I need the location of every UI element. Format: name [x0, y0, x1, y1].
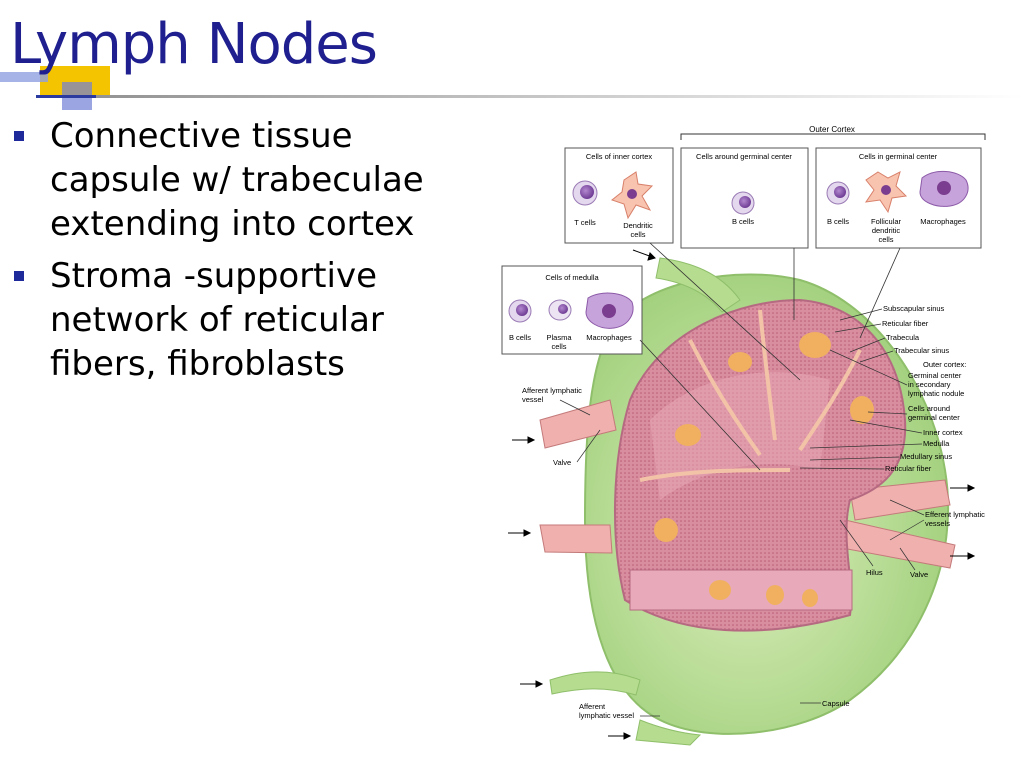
left-leader-lines	[559, 399, 660, 717]
efferent-vessel-1	[849, 479, 951, 521]
cell-label: T cells	[574, 218, 596, 227]
trabecula	[798, 349, 862, 452]
slide-title: Lymph Nodes	[10, 12, 378, 77]
afferent-vessel-left	[539, 399, 617, 449]
germinal-center	[709, 580, 731, 600]
macrophage-nucleus	[602, 304, 616, 318]
lymph-node-diagram: Outer Cortex Cells of inner cortex T cel…	[501, 125, 986, 746]
cell-label: Macrophages	[586, 333, 632, 342]
box-title: Cells around germinal center	[696, 152, 792, 161]
label-reticular-fiber-2: Reticular fiber	[885, 464, 932, 473]
label-hilus: Hilus	[866, 568, 883, 577]
label-trabecular-sinus: Trabecular sinus	[894, 346, 949, 355]
bullet-text: Connective tissue capsule w/ trabeculae …	[50, 116, 424, 244]
cortex-section	[614, 298, 907, 632]
label-subscapular-sinus: Subscapular sinus	[883, 304, 945, 313]
label-medulla: Medulla	[923, 439, 950, 448]
arrow-icon	[967, 484, 976, 492]
arrow-icon	[967, 552, 976, 560]
title-decoration	[0, 66, 1024, 110]
arrow-icon	[523, 529, 532, 537]
arrow-icon	[535, 680, 544, 688]
b-cell-nucleus	[739, 196, 751, 208]
box-title: Cells of inner cortex	[586, 152, 653, 161]
arrow-icon	[527, 436, 536, 444]
germinal-center	[802, 589, 818, 607]
b-cell-nucleus	[834, 186, 846, 198]
right-leader-lines	[799, 308, 925, 704]
macrophage-nucleus	[937, 181, 951, 195]
afferent-vessel-left-2	[539, 524, 613, 554]
label-medullary-sinus: Medullary sinus	[900, 452, 952, 461]
afferent-vessel-bottom-left	[549, 671, 641, 696]
label-capsule: Capsule	[822, 699, 850, 708]
medulla-region	[650, 372, 830, 500]
bullet-list: Connective tissue capsule w/ trabeculae …	[10, 114, 480, 394]
follicular-dendritic-cell-nucleus	[881, 185, 891, 195]
trabecula	[688, 339, 762, 457]
arrow-icon	[623, 732, 632, 740]
label-trabecula: Trabecula	[886, 333, 920, 342]
trabecula	[639, 468, 791, 482]
bullet-item: Connective tissue capsule w/ trabeculae …	[10, 114, 480, 246]
label-reticular-fiber: Reticular fiber	[882, 319, 929, 328]
cell-label: B cells	[509, 333, 531, 342]
box-in-germinal: Cells in germinal center B cells Follicu…	[815, 147, 982, 249]
outer-cortex-bracket	[680, 133, 986, 140]
germinal-center	[654, 518, 678, 542]
blue-accent-block	[0, 72, 48, 82]
bullet-square-icon	[14, 271, 24, 281]
t-cell-nucleus	[580, 185, 594, 199]
label-valve-right: Valve	[910, 570, 928, 579]
bullet-item: Stroma -supportive network of reticular …	[10, 254, 480, 386]
label-outer-cortex: Outer cortex:	[923, 360, 966, 369]
title-underline-accent	[36, 95, 96, 98]
b-cell-nucleus	[516, 304, 528, 316]
germinal-center	[799, 332, 831, 358]
trabecula	[758, 309, 777, 441]
outer-cortex-label: Outer Cortex	[809, 125, 855, 134]
right-labels: Subscapular sinus Reticular fiber Trabec…	[822, 304, 985, 708]
cell-label: B cells	[827, 217, 849, 226]
flow-arrows	[508, 249, 976, 740]
plasma-cell-nucleus	[558, 304, 568, 314]
arrow-icon	[647, 252, 656, 261]
box-leader-lines	[639, 242, 901, 471]
box-title: Cells in germinal center	[859, 152, 938, 161]
bullet-text: Stroma -supportive network of reticular …	[50, 256, 384, 384]
label-inner-cortex: Inner cortex	[923, 428, 963, 437]
germinal-center	[728, 352, 752, 372]
germinal-center	[766, 585, 784, 605]
afferent-vessel-top	[655, 257, 741, 313]
cell-label: Macrophages	[920, 217, 966, 226]
box-around-germinal: Cells around germinal center B cells	[680, 147, 809, 249]
bullet-square-icon	[14, 131, 24, 141]
germinal-center	[675, 424, 701, 446]
label-valve-left: Valve	[553, 458, 571, 467]
germinal-center	[850, 396, 874, 424]
lower-cortex-band	[629, 569, 853, 611]
title-underline	[36, 95, 1024, 98]
dendritic-cell-nucleus	[627, 189, 637, 199]
afferent-vessel-bottom	[635, 719, 702, 746]
box-title: Cells of medulla	[545, 273, 599, 282]
cell-label: B cells	[732, 217, 754, 226]
